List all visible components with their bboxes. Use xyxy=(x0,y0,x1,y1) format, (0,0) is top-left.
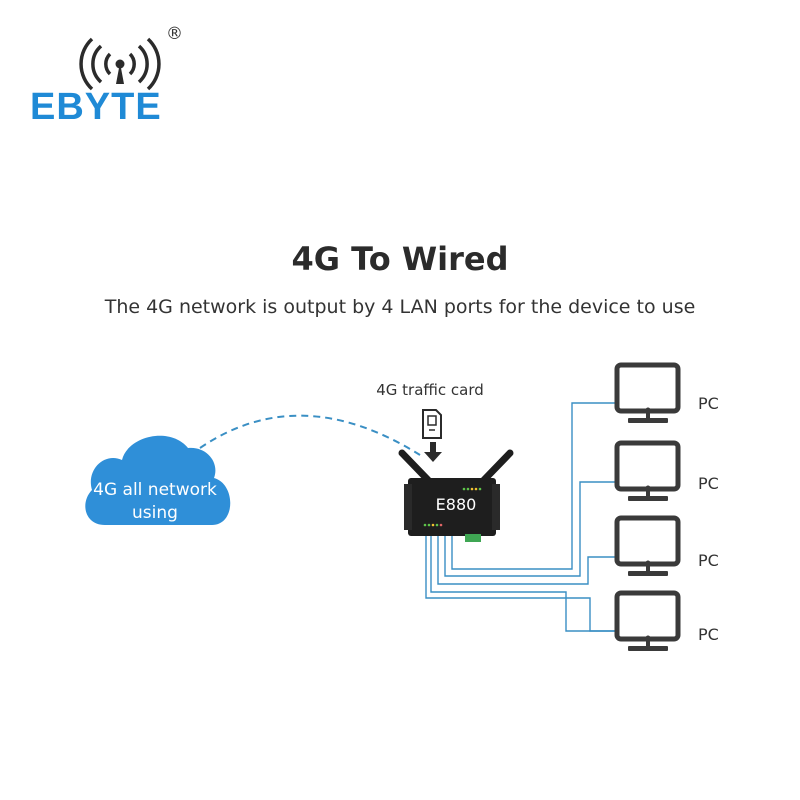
sim-card-label: 4G traffic card xyxy=(376,381,484,399)
wireless-link xyxy=(199,414,421,456)
pc-monitor-icon xyxy=(614,362,681,423)
device-model-label: E880 xyxy=(435,495,477,514)
lan-link-3 xyxy=(437,536,615,585)
pc-monitor-icon xyxy=(614,590,681,651)
cloud-icon xyxy=(85,435,231,525)
ebyte-logo-signal-icon xyxy=(79,37,161,91)
antenna-icon xyxy=(398,449,514,486)
pc-label: PC xyxy=(698,551,719,570)
router-device xyxy=(404,478,500,542)
lan-link-4 xyxy=(430,536,615,632)
lan-link-2 xyxy=(444,481,615,577)
cloud-label-line2: using xyxy=(132,503,178,523)
brand-name: EBYTE xyxy=(30,86,162,128)
sim-card-icon xyxy=(422,409,442,439)
pc-label: PC xyxy=(698,625,719,644)
pc-monitor-icon xyxy=(614,440,681,501)
pc-label: PC xyxy=(698,474,719,493)
arrow-down-icon xyxy=(424,442,442,462)
cloud-label: 4G all network using xyxy=(80,479,230,525)
registered-mark: ® xyxy=(166,24,183,44)
lan-links xyxy=(425,402,615,632)
cloud-label-line1: 4G all network xyxy=(93,480,217,500)
lan-link-1 xyxy=(451,402,615,570)
lan-link-5 xyxy=(425,536,615,632)
page-subtitle: The 4G network is output by 4 LAN ports … xyxy=(104,296,696,318)
pc-monitor-icon xyxy=(614,515,681,576)
pc-label: PC xyxy=(698,394,719,413)
page-title: 4G To Wired xyxy=(291,240,509,278)
